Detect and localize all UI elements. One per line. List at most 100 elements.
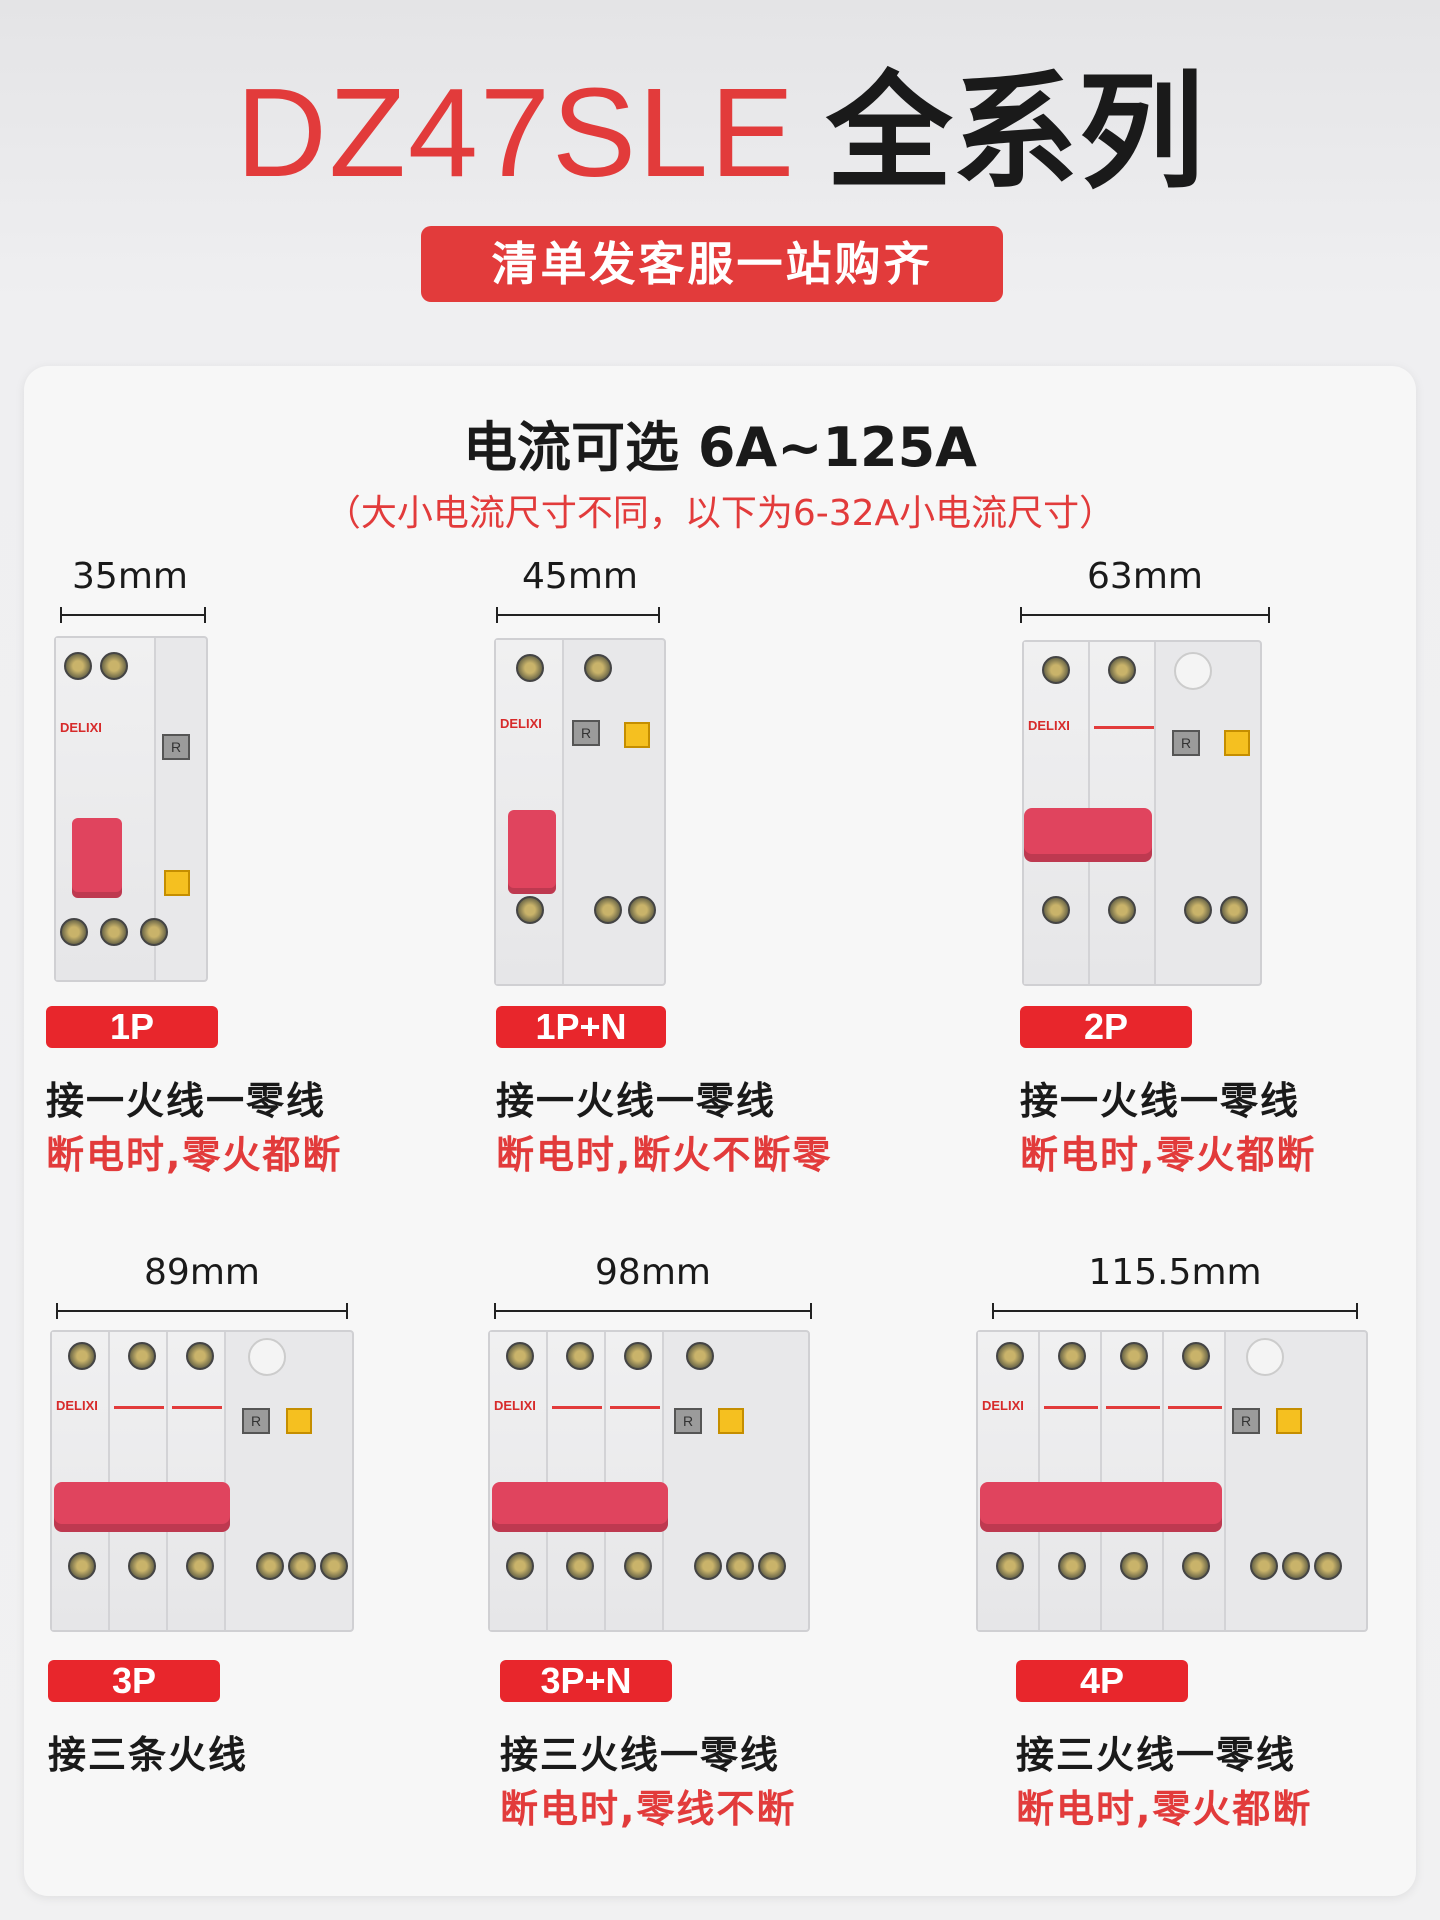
terminal-screw-icon <box>1182 1552 1210 1580</box>
terminal-screw-icon <box>726 1552 754 1580</box>
terminal-screw-icon <box>68 1342 96 1370</box>
breaker-image-3pn: DELIXI R <box>488 1330 810 1632</box>
breaker-image-3p: DELIXI R <box>50 1330 354 1632</box>
breaker-image-2p: DELIXI R <box>1022 640 1262 986</box>
red-stripe <box>610 1406 660 1409</box>
test-button-icon <box>718 1408 744 1434</box>
width-dimension-line <box>56 1303 348 1319</box>
test-button-icon <box>624 722 650 748</box>
terminal-screw-icon <box>1120 1342 1148 1370</box>
terminal-screw-icon <box>1058 1552 1086 1580</box>
terminal-screw-icon <box>186 1342 214 1370</box>
terminal-screw-icon <box>594 896 622 924</box>
terminal-screw-icon <box>506 1552 534 1580</box>
terminal-screw-icon <box>128 1342 156 1370</box>
terminal-screw-icon <box>758 1552 786 1580</box>
width-label: 98mm <box>595 1252 711 1293</box>
pole-tag: 1P+N <box>496 1006 666 1048</box>
red-stripe <box>1044 1406 1098 1409</box>
wiring-desc: 接三火线一零线 <box>500 1733 781 1777</box>
series-label: 全系列 <box>826 59 1205 206</box>
terminal-screw-icon <box>1314 1552 1342 1580</box>
disconnect-desc: 断电时,零线不断 <box>500 1787 797 1831</box>
brand-logo: DELIXI <box>982 1398 1024 1413</box>
terminal-screw-icon <box>628 896 656 924</box>
switch-handle <box>72 818 122 898</box>
terminal-screw-icon <box>60 918 88 946</box>
pole-tag: 3P <box>48 1660 220 1702</box>
red-stripe <box>172 1406 222 1409</box>
terminal-screw-icon <box>320 1552 348 1580</box>
terminal-screw-icon <box>1108 656 1136 684</box>
brand-logo: DELIXI <box>56 1398 98 1413</box>
breaker-image-1pn: DELIXI R <box>494 638 666 986</box>
red-stripe <box>552 1406 602 1409</box>
terminal-screw-icon <box>100 918 128 946</box>
product-card <box>24 366 1416 1896</box>
service-banner: 清单发客服一站购齐 <box>421 226 1003 302</box>
terminal-screw-icon <box>1120 1552 1148 1580</box>
width-dimension-line <box>992 1303 1358 1319</box>
indicator-circle-icon <box>248 1338 286 1376</box>
indicator-circle-icon <box>1246 1338 1284 1376</box>
switch-handle <box>492 1482 668 1532</box>
width-dimension-line <box>494 1303 812 1319</box>
terminal-screw-icon <box>1182 1342 1210 1370</box>
width-dimension-line <box>60 607 206 623</box>
terminal-screw-icon <box>624 1342 652 1370</box>
terminal-screw-icon <box>694 1552 722 1580</box>
current-range-title: 电流可选 6A~125A <box>463 416 977 479</box>
width-label: 35mm <box>72 556 188 597</box>
width-label: 45mm <box>522 556 638 597</box>
wiring-desc: 接三条火线 <box>48 1733 249 1777</box>
breaker-image-1p: DELIXI R <box>54 636 208 982</box>
wiring-desc: 接三火线一零线 <box>1016 1733 1297 1777</box>
test-button-icon <box>164 870 190 896</box>
red-stripe <box>1168 1406 1222 1409</box>
indicator-circle-icon <box>1174 652 1212 690</box>
terminal-screw-icon <box>128 1552 156 1580</box>
terminal-screw-icon <box>566 1342 594 1370</box>
pole-tag: 1P <box>46 1006 218 1048</box>
breaker-image-4p: DELIXI R <box>976 1330 1368 1632</box>
brand-logo: DELIXI <box>1028 718 1070 733</box>
model-name: DZ47SLE <box>235 62 797 203</box>
test-button-icon <box>286 1408 312 1434</box>
terminal-screw-icon <box>1184 896 1212 924</box>
terminal-screw-icon <box>566 1552 594 1580</box>
pole-tag: 3P+N <box>500 1660 672 1702</box>
brand-logo: DELIXI <box>60 720 102 735</box>
terminal-screw-icon <box>100 652 128 680</box>
pole-tag: 4P <box>1016 1660 1188 1702</box>
reset-button-icon: R <box>572 720 600 746</box>
brand-logo: DELIXI <box>494 1398 536 1413</box>
reset-button-icon: R <box>1172 730 1200 756</box>
pole-tag: 2P <box>1020 1006 1192 1048</box>
disconnect-desc: 断电时,零火都断 <box>46 1133 343 1177</box>
terminal-screw-icon <box>1058 1342 1086 1370</box>
width-label: 63mm <box>1087 556 1203 597</box>
red-stripe <box>1106 1406 1160 1409</box>
terminal-screw-icon <box>506 1342 534 1370</box>
terminal-screw-icon <box>140 918 168 946</box>
terminal-screw-icon <box>624 1552 652 1580</box>
terminal-screw-icon <box>64 652 92 680</box>
width-dimension-line <box>496 607 660 623</box>
terminal-screw-icon <box>1042 656 1070 684</box>
terminal-screw-icon <box>516 896 544 924</box>
terminal-screw-icon <box>68 1552 96 1580</box>
terminal-screw-icon <box>288 1552 316 1580</box>
disconnect-desc: 断电时,零火都断 <box>1020 1133 1317 1177</box>
terminal-screw-icon <box>996 1552 1024 1580</box>
switch-handle <box>980 1482 1222 1532</box>
terminal-screw-icon <box>186 1552 214 1580</box>
wiring-desc: 接一火线一零线 <box>1020 1079 1301 1123</box>
terminal-screw-icon <box>584 654 612 682</box>
reset-button-icon: R <box>1232 1408 1260 1434</box>
test-button-icon <box>1276 1408 1302 1434</box>
switch-handle <box>1024 808 1152 862</box>
disconnect-desc: 断电时,零火都断 <box>1016 1787 1313 1831</box>
wiring-desc: 接一火线一零线 <box>496 1079 777 1123</box>
terminal-screw-icon <box>1250 1552 1278 1580</box>
reset-button-icon: R <box>162 734 190 760</box>
